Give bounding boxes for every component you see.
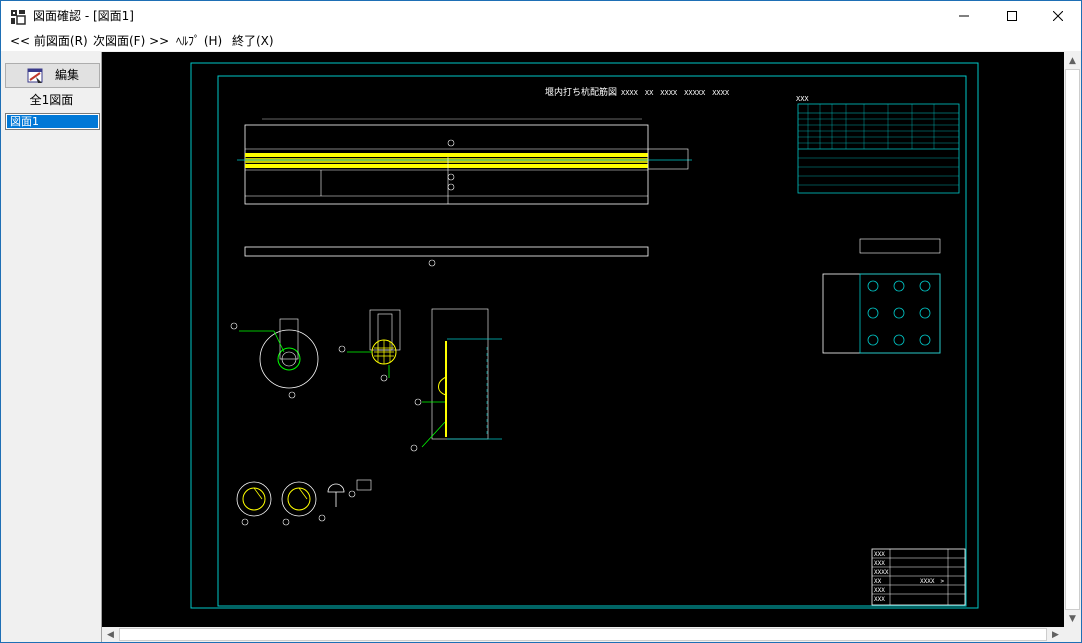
scroll-down-icon[interactable]: ▼ <box>1069 613 1076 624</box>
vertical-scroll-thumb[interactable] <box>1065 69 1080 610</box>
sheet-outer-frame <box>190 62 979 609</box>
horizontal-scrollbar[interactable]: ◀ ▶ <box>102 627 1064 642</box>
edit-button-label: 編集 <box>55 68 80 82</box>
sheet-inner-frame <box>217 75 967 607</box>
svg-text:XXX: XXX <box>874 560 885 567</box>
title-bar: 図面確認 - [図面1] <box>1 1 1081 31</box>
scroll-right-icon[interactable]: ▶ <box>1052 629 1059 640</box>
minimize-button[interactable] <box>941 1 987 31</box>
svg-text:XXXX >: XXXX > <box>920 578 944 585</box>
edit-icon <box>27 68 43 83</box>
svg-text:XXX: XXX <box>874 596 885 603</box>
menu-prev-drawing[interactable]: << 前図面(R) <box>10 34 88 48</box>
scroll-up-icon[interactable]: ▲ <box>1069 55 1076 66</box>
menu-next-drawing[interactable]: 次図面(F) >> <box>93 34 170 48</box>
rebar-schedule-table: XXX <box>796 95 960 194</box>
rebar-bar-view <box>244 246 649 267</box>
base-plate-view <box>822 238 941 354</box>
menu-help[interactable]: ﾍﾙﾌﾟ (H) <box>176 34 223 48</box>
window-title: 図面確認 - [図面1] <box>33 9 134 23</box>
app-icon <box>11 10 26 25</box>
pile-elevation-view <box>237 118 692 205</box>
svg-text:XXX: XXX <box>874 587 885 594</box>
drawing-count-label: 全1図面 <box>29 93 74 107</box>
pile-section-large <box>230 318 319 399</box>
anchor-detail-view <box>410 308 502 452</box>
edit-button[interactable]: 編集 <box>5 63 100 88</box>
maximize-icon <box>1007 11 1017 21</box>
vertical-scrollbar[interactable]: ▲ ▼ <box>1064 52 1081 627</box>
detail-rings-view <box>236 479 372 526</box>
scroll-left-icon[interactable]: ◀ <box>107 629 114 640</box>
drawing-viewer[interactable]: 堰内打ち杭配筋図 XXXX XX XXXX XXXXX XXXX <box>102 52 1064 627</box>
close-button[interactable] <box>1035 1 1081 31</box>
close-icon <box>1053 11 1063 21</box>
svg-text:XXX: XXX <box>796 95 809 103</box>
pile-section-small <box>338 309 401 382</box>
drawing-list-pane: 編集 全1図面 図面1 <box>1 52 102 642</box>
cad-drawing: 堰内打ち杭配筋図 XXXX XX XXXX XXXXX XXXX <box>190 62 979 609</box>
scrollbar-corner <box>1064 627 1081 642</box>
maximize-button[interactable] <box>989 1 1035 31</box>
menu-exit[interactable]: 終了(X) <box>232 34 274 48</box>
svg-text:XX: XX <box>874 578 882 585</box>
horizontal-scroll-thumb[interactable] <box>119 628 1047 641</box>
svg-text:XXXX: XXXX <box>874 569 889 576</box>
title-block: XXX XXX XXXX XX XXX XXX XXXX > <box>871 548 966 606</box>
menu-bar: << 前図面(R) 次図面(F) >> ﾍﾙﾌﾟ (H) 終了(X) <box>1 31 1081 51</box>
drawing-list[interactable]: 図面1 <box>5 113 100 130</box>
drawing-title: 堰内打ち杭配筋図 <box>545 86 617 98</box>
minimize-icon <box>959 15 969 17</box>
drawing-title-suffix: XXXX XX XXXX XXXXX XXXX <box>621 89 730 97</box>
svg-text:XXX: XXX <box>874 551 885 558</box>
drawing-list-item[interactable]: 図面1 <box>7 115 98 128</box>
